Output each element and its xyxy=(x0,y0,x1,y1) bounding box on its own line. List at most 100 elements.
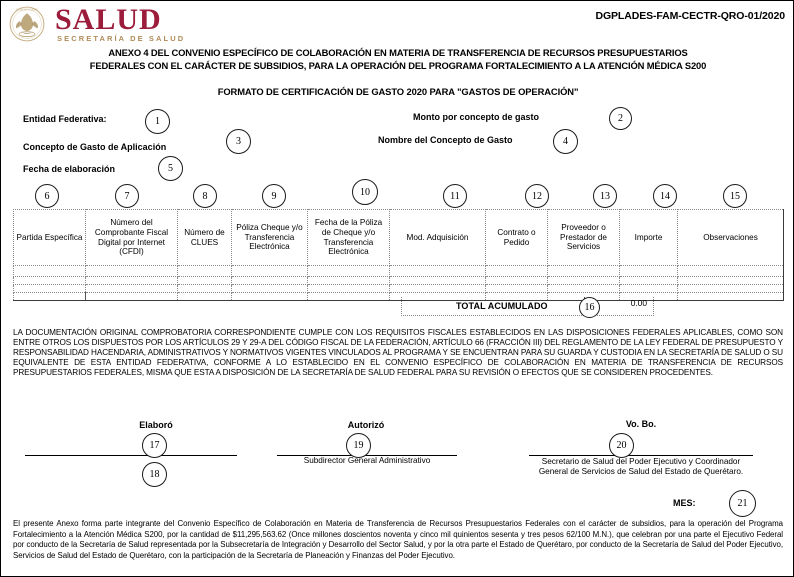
cell-poliza[interactable] xyxy=(231,265,308,277)
marker-13[interactable]: 13 xyxy=(593,184,617,208)
gastos-table: Partida Específica Número del Comprobant… xyxy=(13,209,784,301)
title-line-2: FEDERALES CON EL CARÁCTER DE SUBSIDIOS, … xyxy=(89,59,707,71)
salud-wordmark: SALUD xyxy=(55,3,162,36)
marker-4[interactable]: 4 xyxy=(553,129,578,154)
signature-line-vobo xyxy=(529,455,753,456)
title-line-1: ANEXO 4 DEL CONVENIO ESPECÍFICO DE COLAB… xyxy=(108,47,688,58)
cell-contrato[interactable] xyxy=(485,265,548,277)
col-contrato-pedido: Contrato o Pedido xyxy=(485,209,548,266)
marker-11[interactable]: 11 xyxy=(443,184,467,208)
label-concepto-gasto-aplicacion: Concepto de Gasto de Aplicación xyxy=(23,142,167,152)
marker-19[interactable]: 19 xyxy=(346,433,371,458)
cell-contrato[interactable] xyxy=(485,284,548,293)
marker-5[interactable]: 5 xyxy=(158,156,183,181)
cell-mod-adquisicion[interactable] xyxy=(389,265,486,277)
cell-poliza[interactable] xyxy=(231,292,308,301)
col-mod-adquisicion: Mod. Adquisición xyxy=(389,209,486,266)
document-subtitle: FORMATO DE CERTIFICACIÓN DE GASTO 2020 P… xyxy=(217,86,579,97)
document-code: DGPLADES-FAM-CECTR-QRO-01/2020 xyxy=(595,10,785,22)
marker-15[interactable]: 15 xyxy=(723,184,747,208)
signature-title-vobo: Vo. Bo. xyxy=(625,419,657,429)
cell-observaciones[interactable] xyxy=(677,292,784,301)
cell-importe[interactable] xyxy=(619,284,678,293)
col-importe: Importe xyxy=(619,209,678,266)
cell-clues[interactable] xyxy=(177,265,232,277)
svg-text:ESTADOS UNIDOS: ESTADOS UNIDOS xyxy=(16,8,38,11)
marker-18[interactable]: 18 xyxy=(142,462,167,487)
col-proveedor-prestador: Proveedor o Prestador de Servicios xyxy=(547,209,620,266)
cell-cfdi[interactable] xyxy=(85,265,178,277)
mes-label: MES: xyxy=(673,498,696,508)
cell-observaciones[interactable] xyxy=(677,265,784,277)
marker-1[interactable]: 1 xyxy=(145,109,170,134)
signature-title-elaboro: Elaboró xyxy=(139,420,173,430)
col-fecha-poliza: Fecha de la Póliza de Cheque y/o Transfe… xyxy=(307,209,390,266)
table-row[interactable] xyxy=(13,284,784,293)
label-fecha-elaboracion: Fecha de elaboración xyxy=(23,164,116,174)
cell-poliza[interactable] xyxy=(231,284,308,293)
marker-9[interactable]: 9 xyxy=(262,184,286,208)
cell-clues[interactable] xyxy=(177,284,232,293)
marker-14[interactable]: 14 xyxy=(653,184,677,208)
table-row[interactable] xyxy=(13,276,784,285)
cell-cfdi[interactable] xyxy=(85,292,178,301)
cell-partida[interactable] xyxy=(13,276,86,285)
cell-cfdi[interactable] xyxy=(85,276,178,285)
table-row[interactable] xyxy=(13,265,784,277)
salud-subtitle: SECRETARÍA DE SALUD xyxy=(57,34,186,43)
signature-line-elaboro xyxy=(25,455,237,456)
signature-caption-autorizo: Subdirector General Administrativo xyxy=(303,456,431,465)
cell-clues[interactable] xyxy=(177,292,232,301)
cell-cfdi[interactable] xyxy=(85,284,178,293)
total-box xyxy=(401,297,654,316)
cell-observaciones[interactable] xyxy=(677,284,784,293)
legal-paragraph: LA DOCUMENTACIÓN ORIGINAL COMPROBATORIA … xyxy=(13,328,783,378)
label-monto-por-concepto: Monto por concepto de gasto xyxy=(413,112,539,122)
cell-fecha-poliza[interactable] xyxy=(307,284,390,293)
table-body xyxy=(13,265,784,301)
cell-partida[interactable] xyxy=(13,265,86,277)
total-acumulado-value: 0.00 xyxy=(630,298,647,308)
marker-8[interactable]: 8 xyxy=(193,184,217,208)
marker-17[interactable]: 17 xyxy=(142,433,167,458)
cell-proveedor[interactable] xyxy=(547,284,620,293)
cell-importe[interactable] xyxy=(619,265,678,277)
signature-caption-vobo: Secretario de Salud del Poder Ejecutivo … xyxy=(538,457,744,476)
cell-fecha-poliza[interactable] xyxy=(307,292,390,301)
col-numero-cfdi: Número del Comprobante Fiscal Digital po… xyxy=(85,209,178,266)
table-row[interactable] xyxy=(13,292,784,301)
cell-partida[interactable] xyxy=(13,284,86,293)
cell-clues[interactable] xyxy=(177,276,232,285)
marker-16[interactable]: 16 xyxy=(579,297,600,318)
cell-observaciones[interactable] xyxy=(677,276,784,285)
document-title: ANEXO 4 DEL CONVENIO ESPECÍFICO DE COLAB… xyxy=(41,47,755,72)
escudo-nacional-icon: ESTADOS UNIDOS xyxy=(9,6,45,42)
label-entidad-federativa: Entidad Federativa: xyxy=(23,114,107,124)
marker-2[interactable]: 2 xyxy=(609,107,632,130)
col-observaciones: Observaciones xyxy=(677,209,784,266)
signature-title-autorizo: Autorizó xyxy=(347,420,385,430)
marker-6[interactable]: 6 xyxy=(35,184,59,208)
cell-partida[interactable] xyxy=(13,292,86,301)
document-header: ESTADOS UNIDOS SALUD SECRETARÍA DE SALUD… xyxy=(1,1,793,45)
marker-10[interactable]: 10 xyxy=(352,179,378,205)
secretaria-logo: ESTADOS UNIDOS xyxy=(7,4,59,44)
cell-fecha-poliza[interactable] xyxy=(307,265,390,277)
marker-20[interactable]: 20 xyxy=(609,433,634,458)
table-header-row: Partida Específica Número del Comprobant… xyxy=(13,209,784,266)
cell-fecha-poliza[interactable] xyxy=(307,276,390,285)
cell-proveedor[interactable] xyxy=(547,265,620,277)
cell-proveedor[interactable] xyxy=(547,276,620,285)
total-acumulado-label: TOTAL ACUMULADO xyxy=(456,301,548,311)
marker-7[interactable]: 7 xyxy=(115,184,139,208)
marker-3[interactable]: 3 xyxy=(226,129,251,154)
cell-mod-adquisicion[interactable] xyxy=(389,276,486,285)
marker-21[interactable]: 21 xyxy=(729,490,756,517)
cell-importe[interactable] xyxy=(619,276,678,285)
marker-12[interactable]: 12 xyxy=(525,184,549,208)
col-poliza-cheque: Póliza Cheque y/o Transferencia Electrón… xyxy=(231,209,308,266)
cell-contrato[interactable] xyxy=(485,276,548,285)
cell-poliza[interactable] xyxy=(231,276,308,285)
cell-mod-adquisicion[interactable] xyxy=(389,284,486,293)
